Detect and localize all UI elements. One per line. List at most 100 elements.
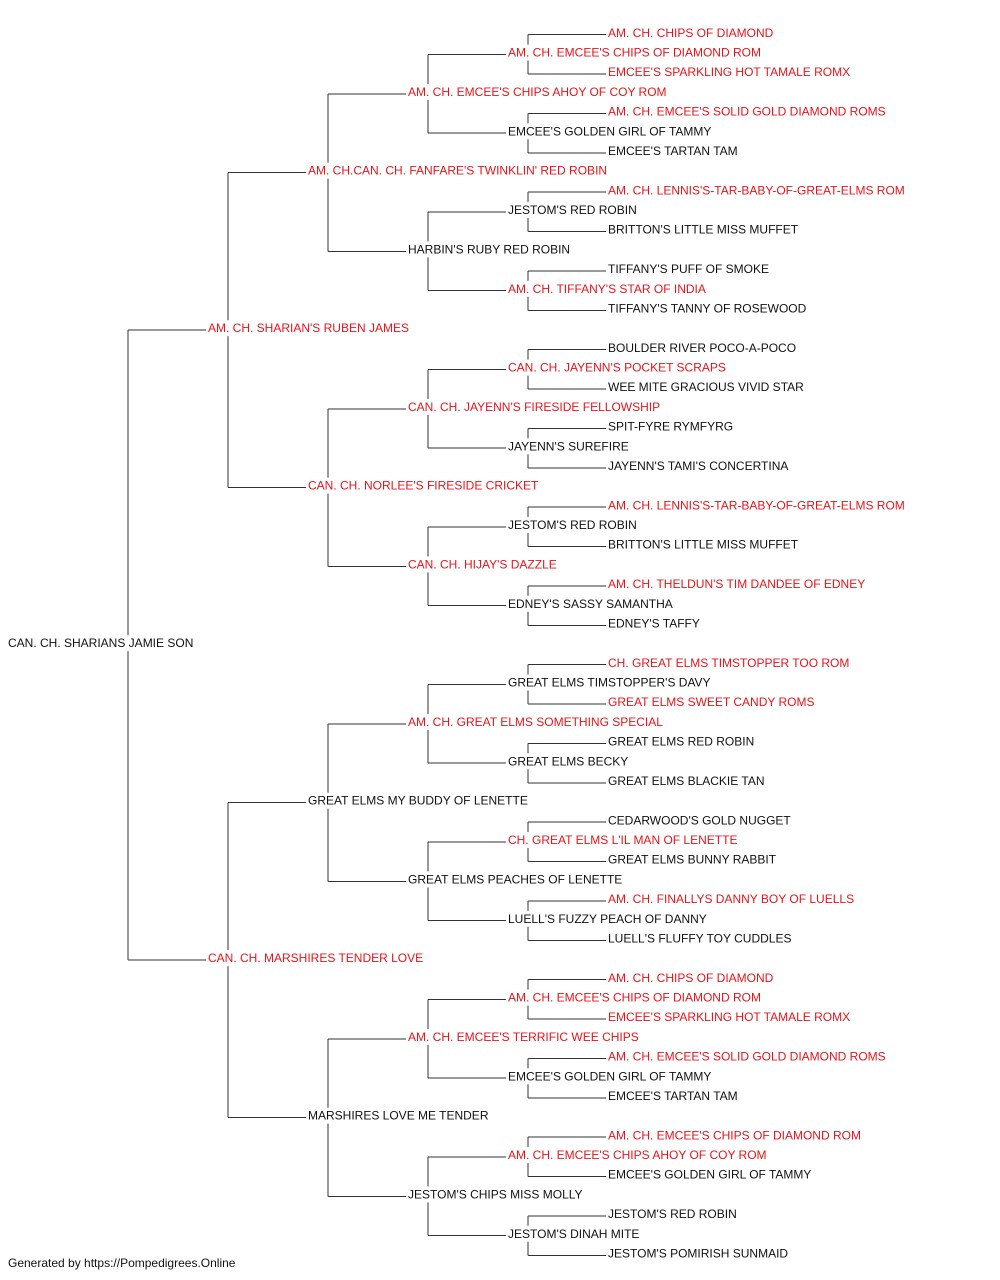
pedigree-entry-dam-dam-sire-sire-sire: AM. CH. CHIPS OF DIAMOND (608, 971, 774, 985)
pedigree-entry-sire-dam-dam-dam: EDNEY'S SASSY SAMANTHA (508, 597, 673, 611)
label-backdrop (606, 851, 779, 868)
generated-by-footer: Generated by https://Pompedigrees.Online (8, 1256, 236, 1270)
label-backdrop (606, 1245, 791, 1262)
pedigree-entry-dam-sire-sire-dam-dam: GREAT ELMS BLACKIE TAN (608, 774, 765, 788)
label-backdrop (606, 182, 907, 199)
label-backdrop (506, 44, 763, 61)
pedigree-entry-dam-sire-sire-sire: GREAT ELMS TIMSTOPPER'S DAVY (508, 676, 711, 690)
pedigree-entry-sire-sire-dam-sire: JESTOM'S RED ROBIN (508, 203, 637, 217)
pedigree-entry-sire-sire-sire: AM. CH. EMCEE'S CHIPS AHOY OF COY ROM (408, 85, 667, 99)
label-backdrop (406, 556, 559, 573)
label-backdrop (506, 123, 714, 140)
pedigree-entry-sire-dam-sire: CAN. CH. JAYENN'S FIRESIDE FELLOWSHIP (408, 400, 660, 414)
label-backdrop (606, 24, 776, 41)
pedigree-entry-sire-sire-sire-sire: AM. CH. EMCEE'S CHIPS OF DIAMOND ROM (508, 46, 761, 60)
label-backdrop (506, 674, 713, 691)
pedigree-entry-dam-dam-dam-dam: JESTOM'S DINAH MITE (508, 1227, 639, 1241)
label-backdrop (606, 339, 799, 356)
pedigree-entry-sire-dam-sire-sire: CAN. CH. JAYENN'S POCKET SCRAPS (508, 361, 726, 375)
label-backdrop (506, 202, 639, 219)
label-backdrop (506, 517, 639, 534)
label-backdrop (606, 497, 907, 514)
label-backdrop (406, 241, 573, 258)
label-backdrop (606, 1206, 739, 1223)
pedigree-entry-sire-dam-dam-dam-dam: EDNEY'S TAFFY (608, 616, 700, 630)
pedigree-entry-dam-sire-dam: GREAT ELMS PEACHES OF LENETTE (408, 872, 622, 886)
pedigree-entry-sire-dam-dam-dam-sire: AM. CH. THELDUN'S TIM DANDEE OF EDNEY (608, 577, 865, 591)
pedigree-entry-sire-sire-dam-sire-dam: BRITTON'S LITTLE MISS MUFFET (608, 223, 799, 237)
label-backdrop (606, 576, 868, 593)
pedigree-entry-sire-sire-sire-dam: EMCEE'S GOLDEN GIRL OF TAMMY (508, 124, 711, 138)
pedigree-entry-dam-dam: MARSHIRES LOVE ME TENDER (308, 1109, 489, 1123)
label-backdrop (606, 536, 801, 553)
pedigree-entry-dam-dam-sire-sire-dam: EMCEE'S SPARKLING HOT TAMALE ROMX (608, 1010, 850, 1024)
pedigree-entry-sire: AM. CH. SHARIAN'S RUBEN JAMES (208, 321, 409, 335)
label-backdrop (506, 595, 675, 612)
pedigree-entry-dam-sire-sire-dam: GREAT ELMS BECKY (508, 754, 628, 768)
label-backdrop (406, 713, 666, 730)
pedigree-entry-dam-dam-dam-sire: AM. CH. EMCEE'S CHIPS AHOY OF COY ROM (508, 1148, 767, 1162)
label-backdrop (606, 457, 791, 474)
pedigree-entry-dam-sire-dam-sire-dam: GREAT ELMS BUNNY RABBIT (608, 853, 777, 867)
label-backdrop (606, 300, 809, 317)
pedigree-entry-sire-dam-sire-sire-sire: BOULDER RIVER POCO-A-POCO (608, 341, 796, 355)
pedigree-entry-dam-sire-dam-dam-sire: AM. CH. FINALLYS DANNY BOY OF LUELLS (608, 892, 854, 906)
label-backdrop (306, 162, 610, 179)
label-backdrop (506, 1068, 714, 1085)
pedigree-entry-sire-dam-sire-sire-dam: WEE MITE GRACIOUS VIVID STAR (608, 380, 804, 394)
label-backdrop (606, 64, 853, 81)
label-backdrop (606, 969, 776, 986)
label-backdrop (406, 1028, 641, 1045)
label-backdrop (606, 142, 740, 159)
pedigree-entry-dam-dam-dam-sire-dam: EMCEE'S GOLDEN GIRL OF TAMMY (608, 1168, 811, 1182)
pedigree-entry-dam-sire-dam-sire: CH. GREAT ELMS L'IL MAN OF LENETTE (508, 833, 737, 847)
label-backdrop (606, 1048, 888, 1065)
pedigree-entry-sire-sire-dam-dam-dam: TIFFANY'S TANNY OF ROSEWOOD (608, 301, 807, 315)
pedigree-entry-dam-dam-sire-dam-sire: AM. CH. EMCEE'S SOLID GOLD DIAMOND ROMS (608, 1050, 886, 1064)
label-backdrop (406, 871, 625, 888)
pedigree-entry-dam-sire-dam-dam: LUELL'S FUZZY PEACH OF DANNY (508, 912, 707, 926)
pedigree-entry-sire-dam-sire-dam: JAYENN'S SUREFIRE (508, 439, 629, 453)
pedigree-entry-sire-sire-sire-sire-dam: EMCEE'S SPARKLING HOT TAMALE ROMX (608, 65, 850, 79)
label-backdrop (606, 654, 852, 671)
pedigree-entry-sire-sire-dam-sire-sire: AM. CH. LENNIS'S-TAR-BABY-OF-GREAT-ELMS … (608, 183, 905, 197)
pedigree-entry: CAN. CH. SHARIANS JAMIE SON (8, 636, 193, 650)
pedigree-entry-sire-dam: CAN. CH. NORLEE'S FIRESIDE CRICKET (308, 479, 539, 493)
label-backdrop (6, 635, 196, 652)
label-backdrop (506, 910, 709, 927)
label-backdrop (606, 261, 771, 278)
label-backdrop (606, 930, 794, 947)
label-backdrop (506, 1225, 642, 1242)
pedigree-entry-sire-dam-dam: CAN. CH. HIJAY'S DAZZLE (408, 557, 557, 571)
label-backdrop (306, 792, 530, 809)
label-backdrop (606, 891, 857, 908)
label-backdrop (506, 1147, 769, 1164)
label-backdrop (606, 1127, 863, 1144)
label-backdrop (606, 1087, 740, 1104)
pedigree-entry-sire-dam-dam-sire: JESTOM'S RED ROBIN (508, 518, 637, 532)
pedigree-entry-dam: CAN. CH. MARSHIRES TENDER LOVE (208, 951, 423, 965)
pedigree-entry-dam-sire-sire: AM. CH. GREAT ELMS SOMETHING SPECIAL (408, 715, 663, 729)
label-backdrop (606, 615, 702, 632)
label-backdrop (506, 359, 728, 376)
pedigree-entry-dam-dam-sire-sire: AM. CH. EMCEE'S CHIPS OF DIAMOND ROM (508, 991, 761, 1005)
pedigree-entry-sire-sire-dam: HARBIN'S RUBY RED ROBIN (408, 242, 570, 256)
label-backdrop (506, 832, 740, 849)
pedigree-entry-sire-dam-sire-dam-sire: SPIT-FYRE RYMFYRG (608, 420, 733, 434)
pedigree-entry-dam-dam-dam-sire-sire: AM. CH. EMCEE'S CHIPS OF DIAMOND ROM (608, 1128, 861, 1142)
label-backdrop (606, 379, 807, 396)
label-backdrop (606, 812, 794, 829)
label-backdrop (506, 280, 708, 297)
label-backdrop (306, 1107, 491, 1124)
pedigree-entry-dam-dam-dam-dam-dam: JESTOM'S POMIRISH SUNMAID (608, 1246, 788, 1260)
label-backdrop (606, 418, 736, 435)
pedigree-entry-sire-sire: AM. CH.CAN. CH. FANFARE'S TWINKLIN' RED … (308, 164, 607, 178)
pedigree-entry-dam-dam-sire-dam: EMCEE'S GOLDEN GIRL OF TAMMY (508, 1069, 711, 1083)
label-backdrop (406, 1186, 585, 1203)
pedigree-entry-sire-dam-sire-dam-dam: JAYENN'S TAMI'S CONCERTINA (608, 459, 788, 473)
label-backdrop (606, 733, 757, 750)
pedigree-entry-dam-dam-sire-dam-dam: EMCEE'S TARTAN TAM (608, 1089, 738, 1103)
pedigree-entry-sire-dam-dam-sire-sire: AM. CH. LENNIS'S-TAR-BABY-OF-GREAT-ELMS … (608, 498, 905, 512)
pedigree-entry-sire-sire-dam-dam: AM. CH. TIFFANY'S STAR OF INDIA (508, 282, 706, 296)
